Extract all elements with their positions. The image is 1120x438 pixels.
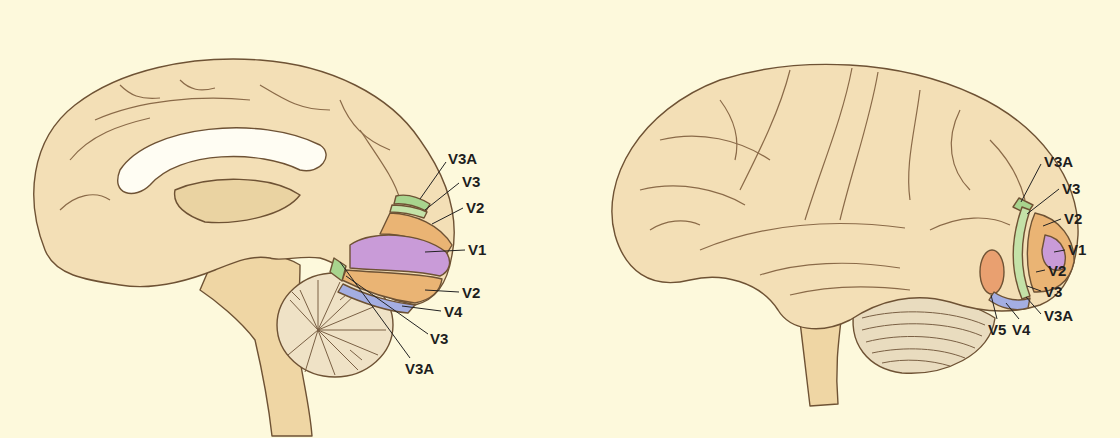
area-label: V3A [1044,307,1073,324]
area-label: V2 [466,199,484,216]
area-label: V4 [444,303,462,320]
area-label: V3 [1044,283,1062,300]
area-label: V3 [462,173,480,190]
area-label: V3A [405,360,434,377]
area-label: V4 [1012,321,1030,338]
medial-brain [34,59,454,436]
area-label: V3 [1062,180,1080,197]
area-label: V1 [1068,241,1086,258]
area-v4 [338,284,415,313]
area-label: V2 [462,284,480,301]
fornix [175,179,300,222]
cerebrum-lateral [612,64,1078,328]
area-label: V3A [1044,153,1073,170]
area-label: V3 [430,330,448,347]
lateral-sulci [640,68,1025,295]
area-v3-lower [330,258,346,281]
area-label: V2 [1064,210,1082,227]
area-label: V3A [448,150,477,167]
medial-sulci [60,80,400,210]
area-v5 [980,250,1004,294]
leader-lines [340,162,1065,358]
area-label: V2 [1048,262,1066,279]
area-label: V1 [468,241,486,258]
lateral-brain [612,64,1078,406]
area-v1 [350,235,450,276]
cerebellar-folia [862,312,985,366]
cerebrum-medial [34,59,454,305]
area-label: V5 [988,321,1006,338]
